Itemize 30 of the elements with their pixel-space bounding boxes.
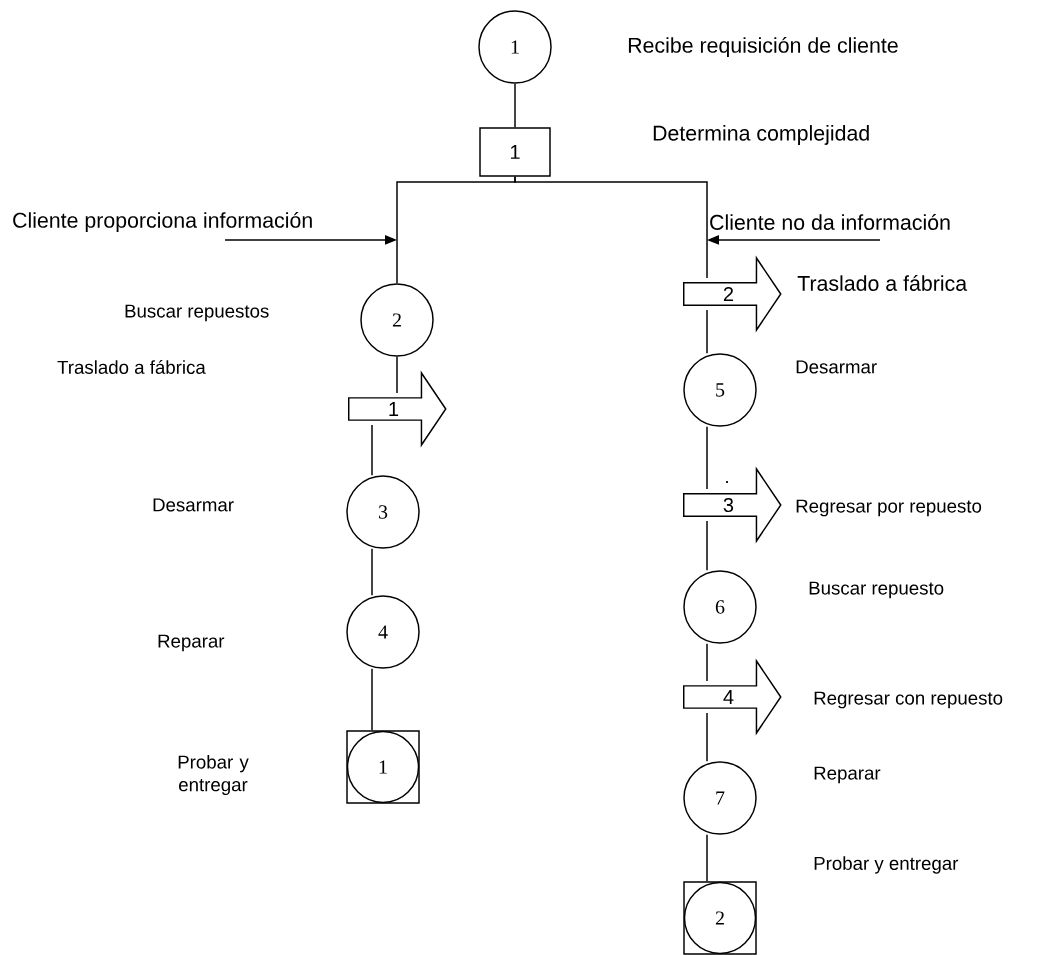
connector-line (371, 548, 373, 596)
step-label: Desarmar (153, 498, 234, 512)
connector-line (706, 643, 708, 682)
step-label: Buscar repuesto (809, 581, 944, 599)
step-label: Desarmar (796, 360, 877, 374)
dot-mark: . (726, 481, 728, 483)
condition-label: Cliente no da información (710, 214, 950, 230)
connector-line (514, 83, 516, 128)
step-label: Traslado a fábrica (797, 275, 968, 291)
step-label: Reparar (158, 634, 225, 652)
connector-line (371, 424, 373, 476)
connector-line (396, 356, 398, 394)
condition-label: Cliente proporciona información (13, 211, 312, 233)
connector-line (514, 176, 708, 279)
connector-line (706, 309, 708, 354)
step-label: Probar y entregar (814, 856, 959, 874)
connector-line (706, 520, 708, 571)
connector-line (706, 712, 708, 762)
connector-line (371, 668, 373, 731)
step-label: Buscar repuestos (125, 304, 269, 322)
connector-line (706, 426, 708, 490)
step-label: Traslado a fábrica (57, 360, 206, 374)
step-label: Regresar con repuesto (814, 691, 1003, 709)
step-label: Probar y entregar (178, 754, 249, 795)
step-label: Regresar por repuesto (796, 499, 982, 517)
connector-line (706, 834, 708, 882)
step-label: Reparar (814, 766, 881, 784)
step-label: Recibe requisición de cliente (628, 36, 898, 58)
inspection-box: 1 (479, 127, 551, 177)
step-label: Determina complejidad (653, 125, 869, 145)
